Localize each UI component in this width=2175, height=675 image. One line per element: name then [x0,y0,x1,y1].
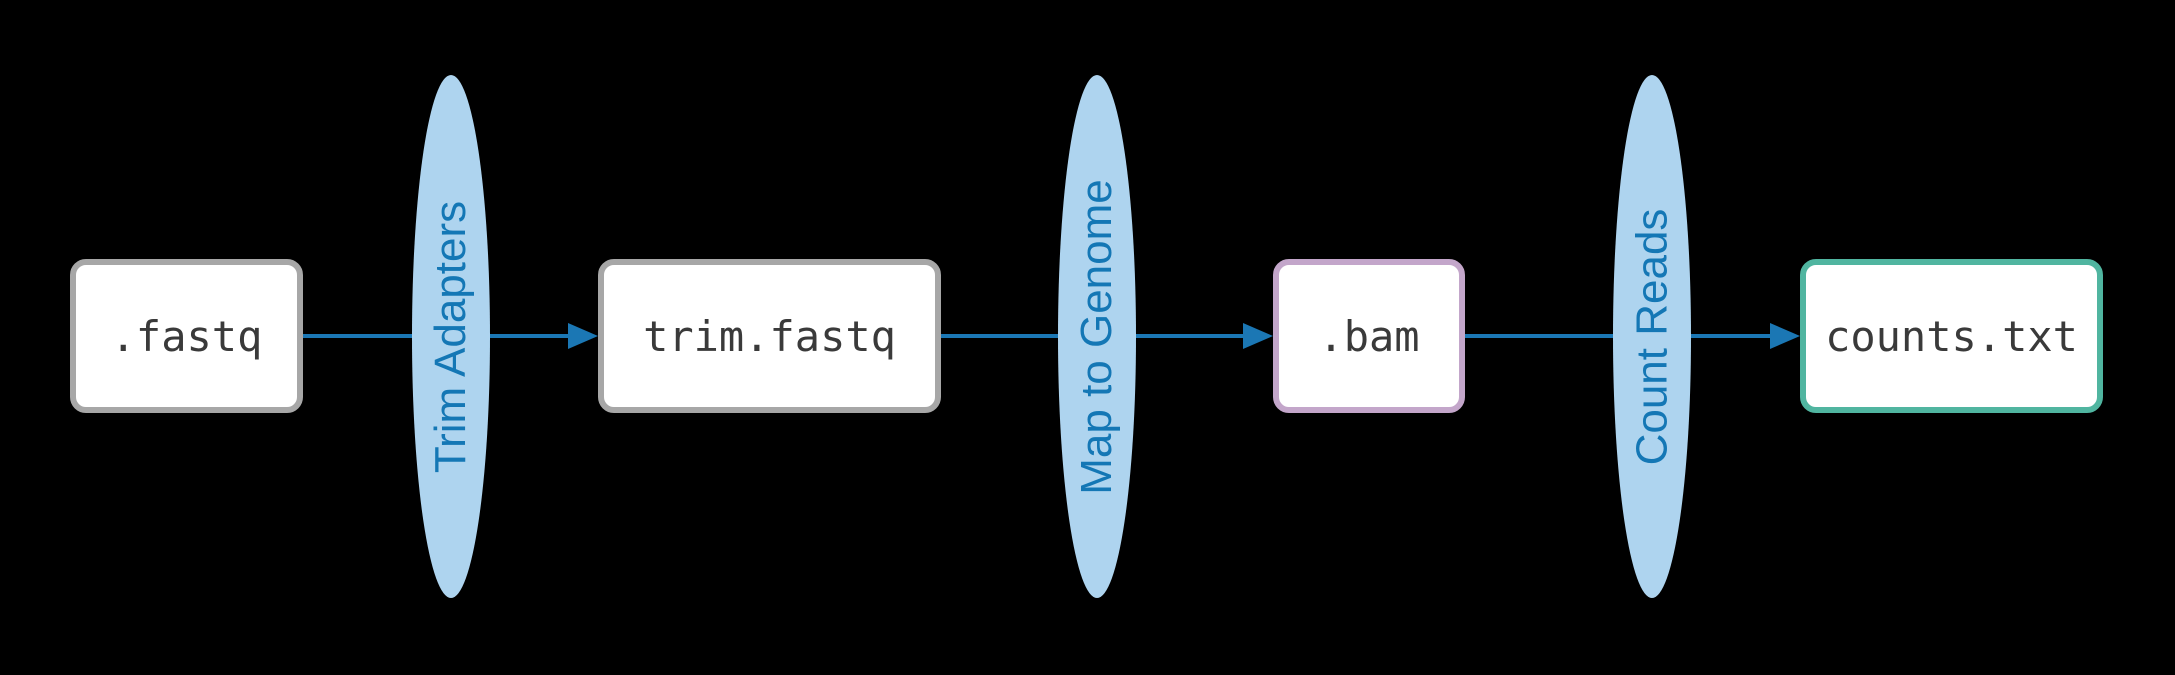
node-label-fastq: .fastq [110,311,263,361]
step-ellipse-trim-adapters: Trim Adapters [412,75,490,598]
node-counts-txt: counts.txt [1800,259,2103,413]
step-ellipse-map-to-genome: Map to Genome [1058,75,1136,598]
step-ellipse-count-reads: Count Reads [1613,75,1691,598]
node-trim-fastq: trim.fastq [598,259,941,413]
node-fastq: .fastq [70,259,303,413]
step-label-trim-adapters: Trim Adapters [426,200,476,473]
arrowhead-icon [568,323,598,349]
node-label-trim-fastq: trim.fastq [643,311,896,361]
arrowhead-icon [1243,323,1273,349]
step-label-count-reads: Count Reads [1627,208,1677,465]
node-label-bam: .bam [1318,311,1420,361]
arrowhead-icon [1770,323,1800,349]
node-bam: .bam [1273,259,1465,413]
node-label-counts-txt: counts.txt [1825,311,2078,361]
step-label-map-to-genome: Map to Genome [1072,178,1121,495]
